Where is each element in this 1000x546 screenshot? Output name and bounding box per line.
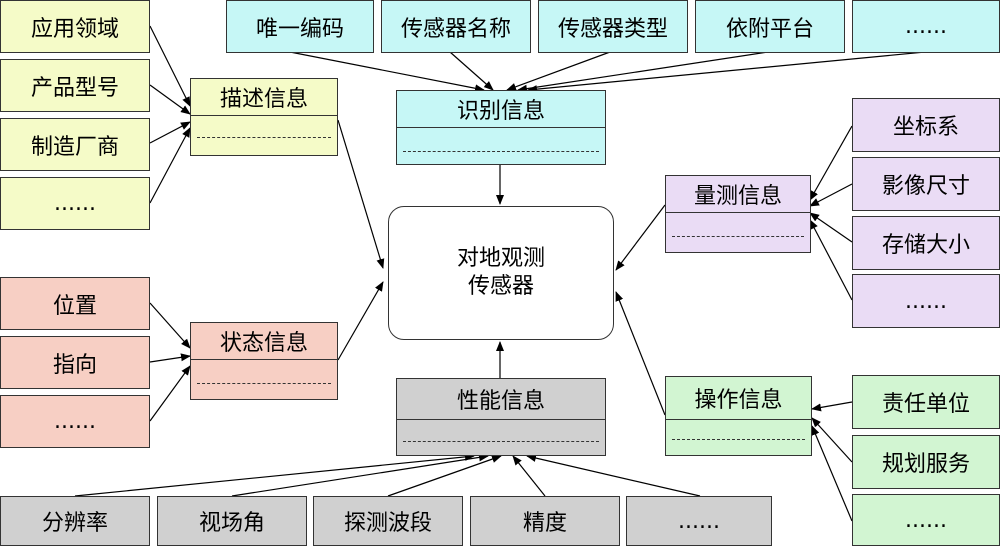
measurement-item-2: 存储大小: [852, 216, 1000, 270]
center-line-2: 传感器: [467, 274, 534, 299]
performance-item-2: 探测波段: [313, 496, 463, 546]
descriptive-info-box: 描述信息: [190, 78, 338, 156]
dashed-divider: [403, 151, 599, 152]
state-info-title: 状态信息: [219, 331, 308, 356]
state-info-box: 状态信息: [190, 322, 338, 400]
measurement-info-box: 量测信息: [665, 175, 811, 253]
operation-info-title: 操作信息: [694, 388, 783, 413]
dashed-divider: [403, 441, 599, 442]
operation-item-2: ......: [852, 494, 1000, 546]
center-line-1: 对地观测: [456, 246, 545, 271]
dashed-divider: [197, 137, 331, 138]
identification-item-4: ......: [852, 0, 1000, 53]
divider: [666, 419, 811, 420]
descriptive-item-2: 制造厂商: [0, 118, 150, 171]
measurement-item-3: ......: [852, 274, 1000, 328]
identification-item-3: 依附平台: [695, 0, 845, 53]
performance-item-1: 视场角: [157, 496, 307, 546]
performance-info-box: 性能信息: [396, 378, 606, 456]
dashed-divider: [197, 383, 331, 384]
state-item-0: 位置: [0, 277, 150, 330]
state-item-1: 指向: [0, 336, 150, 389]
divider: [191, 115, 337, 116]
dashed-divider: [672, 236, 804, 237]
performance-item-4: ......: [626, 496, 772, 546]
divider: [191, 359, 337, 360]
identification-info-title: 识别信息: [456, 99, 545, 124]
identification-info-box: 识别信息: [396, 90, 606, 165]
descriptive-item-3: ......: [0, 177, 150, 230]
identification-item-2: 传感器类型: [538, 0, 688, 53]
center-node: 对地观测 传感器: [388, 206, 614, 340]
measurement-info-title: 量测信息: [693, 184, 782, 209]
measurement-item-1: 影像尺寸: [852, 157, 1000, 211]
descriptive-item-1: 产品型号: [0, 59, 150, 112]
descriptive-item-0: 应用领域: [0, 0, 150, 53]
identification-item-1: 传感器名称: [381, 0, 531, 53]
divider: [666, 212, 810, 213]
operation-item-1: 规划服务: [852, 435, 1000, 489]
divider: [397, 419, 605, 420]
identification-item-0: 唯一编码: [226, 0, 374, 53]
performance-info-title: 性能信息: [456, 389, 545, 414]
operation-info-box: 操作信息: [665, 376, 812, 456]
measurement-item-0: 坐标系: [852, 98, 1000, 152]
divider: [397, 127, 605, 128]
dashed-divider: [672, 439, 805, 440]
performance-item-3: 精度: [470, 496, 620, 546]
descriptive-info-title: 描述信息: [219, 87, 308, 112]
state-item-2: ......: [0, 395, 150, 448]
operation-item-0: 责任单位: [852, 375, 1000, 429]
performance-item-0: 分辨率: [0, 496, 150, 546]
